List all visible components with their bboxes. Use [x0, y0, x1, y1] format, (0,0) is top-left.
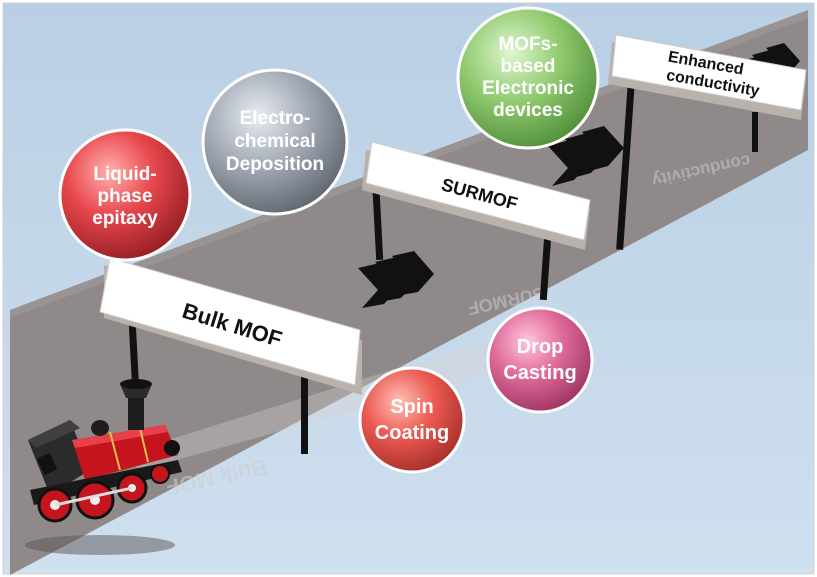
mofs-based-electronic-devices-bubble: MOFs- based Electronic devices: [456, 6, 600, 150]
chevron-arrows-2: [548, 126, 624, 186]
electrochemical-deposition-bubble: Electro- chemical Deposition: [201, 68, 349, 216]
surmof-hurdle: SURMOF: [362, 141, 591, 301]
enhanced-conductivity-hurdle: Enhanced conductivity: [608, 34, 807, 250]
spin-coating-bubble: Spin Coating: [358, 366, 466, 474]
svg-text:Deposition: Deposition: [226, 154, 324, 175]
svg-text:Drop: Drop: [517, 336, 564, 358]
svg-text:epitaxy: epitaxy: [92, 208, 158, 229]
svg-text:Spin: Spin: [390, 396, 433, 418]
svg-text:Liquid-: Liquid-: [93, 164, 156, 185]
svg-text:phase: phase: [98, 186, 153, 207]
liquid-phase-epitaxy-bubble: Liquid- phase epitaxy: [58, 128, 192, 262]
svg-text:Electro-: Electro-: [240, 108, 311, 129]
svg-text:MOFs-: MOFs-: [498, 34, 557, 55]
locomotive-icon: [25, 379, 182, 555]
svg-text:devices: devices: [493, 100, 563, 121]
svg-text:Coating: Coating: [375, 422, 449, 444]
chevron-arrows-1: [358, 251, 434, 308]
svg-text:chemical: chemical: [234, 131, 315, 152]
drop-casting-bubble: Drop Casting: [486, 306, 594, 414]
svg-text:Casting: Casting: [503, 362, 576, 384]
svg-text:Electronic: Electronic: [482, 78, 574, 99]
bulk-mof-hurdle: Bulk MOF: [99, 257, 362, 454]
road-glow: [120, 330, 540, 470]
svg-text:based: based: [501, 56, 556, 77]
